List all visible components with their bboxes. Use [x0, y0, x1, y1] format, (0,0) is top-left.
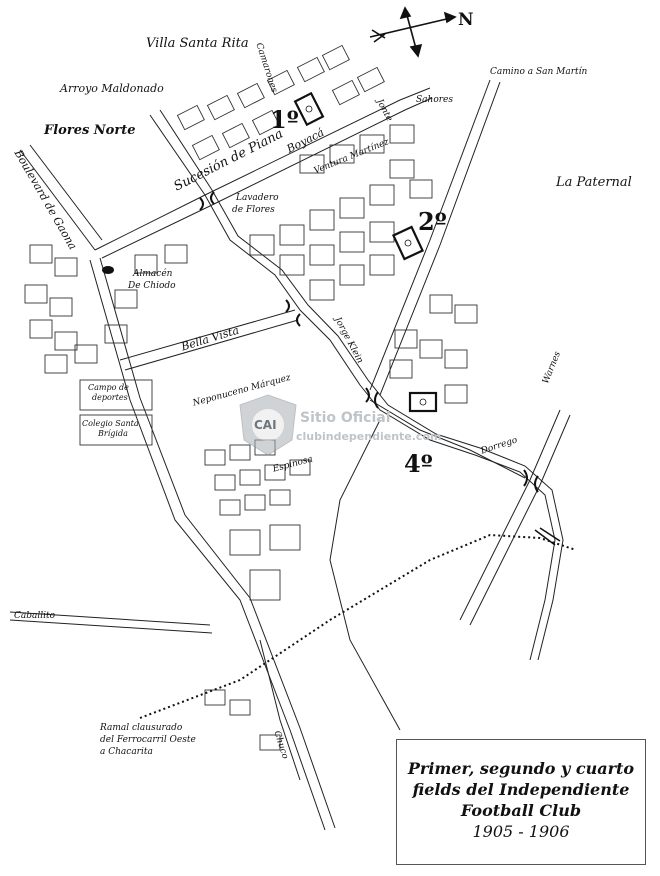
field-first-label: 1º — [270, 105, 299, 134]
label-arroyo-maldonado: Arroyo Maldonado — [60, 82, 164, 95]
label-colegio-1: Colegio Santa — [82, 419, 139, 428]
label-lavadero-2: de Flores — [232, 205, 275, 215]
street-caballito-edge — [9, 619, 213, 634]
road-chuco — [259, 639, 301, 781]
street-caballito — [9, 611, 211, 626]
label-ramal-3: a Chacarita — [100, 747, 153, 757]
field-fourth — [408, 391, 438, 413]
label-camino-san-martin: Camino a San Martín — [490, 67, 588, 77]
label-colegio-2: Brígida — [98, 429, 128, 438]
watermark-line-2: clubindependiente.com — [296, 430, 442, 443]
title-line-1: Primer, segundo y cuarto — [407, 759, 635, 778]
watermark-line-1: Sitio Oficial — [300, 410, 391, 426]
label-campo-1: Campo de — [88, 383, 129, 392]
railway-line — [139, 533, 577, 719]
avenue-bella-vista — [119, 309, 296, 361]
title-line-2: fields del Independiente — [412, 780, 630, 799]
field-second — [391, 225, 425, 261]
road-warnes-edge — [469, 414, 571, 626]
label-villa-santa-rita: Villa Santa Rita — [146, 36, 249, 51]
stream-maldonado-edge — [159, 109, 564, 661]
road-camino-san-martin — [369, 79, 491, 391]
city-blocks — [24, 44, 478, 751]
road-camino-san-martin-edge — [379, 81, 501, 396]
north-label: N — [458, 10, 474, 30]
road-warnes — [459, 409, 561, 621]
avenue-boyaca — [94, 87, 431, 251]
watermark-badge — [239, 394, 297, 456]
bridge-boyaca — [199, 191, 215, 211]
title-years: 1905 - 1906 — [472, 822, 570, 841]
title-line-3: Football Club — [460, 801, 582, 820]
compass-rose — [369, 6, 457, 58]
boulevard-gaona-road-edge — [29, 144, 103, 241]
field-fourth-label: 4º — [404, 449, 433, 478]
label-lavadero-1: Lavadero — [236, 193, 279, 203]
label-campo-2: deportes — [92, 393, 128, 402]
boulevard-gaona-road — [19, 149, 96, 251]
label-almacen-1: Almacén — [133, 269, 173, 279]
road-west-boundary — [89, 259, 326, 831]
stream-maldonado — [149, 114, 556, 661]
field-second-label: 2º — [418, 207, 447, 236]
almacen-marker — [102, 266, 114, 274]
label-flores-norte: Flores Norte — [44, 123, 136, 138]
label-ramal-1: Ramal clausurado — [100, 723, 183, 733]
bridge-san-martin — [365, 387, 379, 409]
avenue-boyaca-edge — [101, 97, 433, 259]
block-colegio — [79, 414, 153, 446]
label-caballito: Caballito — [14, 611, 56, 621]
label-ramal-2: del Ferrocarril Oeste — [100, 735, 196, 745]
map-title-box: Primer, segundo y cuarto fields del Inde… — [396, 739, 646, 865]
bridge-warnes — [523, 469, 539, 493]
avenue-bella-vista-edge — [124, 319, 299, 371]
label-sahores: Sahores — [416, 95, 453, 105]
bridge-bella-vista — [285, 299, 301, 327]
label-la-paternal: La Paternal — [556, 175, 632, 190]
road-east-lower — [329, 419, 401, 731]
block-campo-deportes — [79, 379, 153, 411]
field-first — [293, 91, 325, 127]
label-almacen-2: De Chiodo — [128, 281, 176, 291]
watermark-badge-text: CAI — [254, 418, 277, 432]
road-west-boundary-edge — [99, 257, 336, 829]
railway-bridge — [534, 527, 561, 546]
